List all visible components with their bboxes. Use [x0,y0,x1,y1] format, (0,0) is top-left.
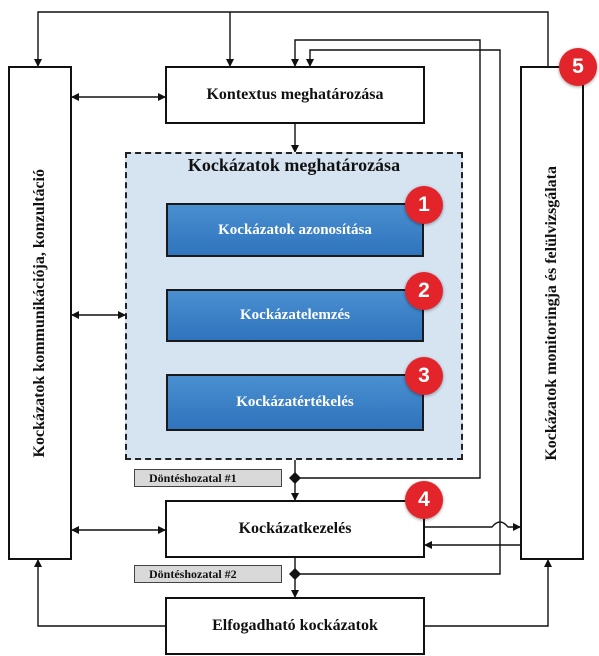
decision-2-label: Döntéshozatal #2 [134,565,282,583]
acceptable-label: Elfogadható kockázatok [212,617,378,634]
badge-3: 3 [405,357,443,395]
communication-box: Kockázatok kommunikációja, konzultáció [8,66,72,560]
treatment-box: Kockázatkezelés [165,500,425,558]
step-identification-label: Kockázatok azonosítása [218,221,372,238]
step-evaluation-label: Kockázatértékelés [236,394,354,410]
badge-5: 5 [559,48,597,86]
risk-assessment-title: Kockázatok meghatározása [187,155,401,175]
decision-1-label: Döntéshozatal #1 [134,469,282,487]
acceptable-risks-box: Elfogadható kockázatok [165,597,425,655]
monitoring-box: Kockázatok monitoringja és felülvizsgála… [520,66,584,560]
monitoring-label: Kockázatok monitoringja és felülvizsgála… [543,165,560,461]
badge-2: 2 [405,272,443,310]
context-box: Kontextus meghatározása [165,66,425,124]
context-label: Kontextus meghatározása [206,86,384,103]
step-identification: Kockázatok azonosítása [166,203,424,257]
badge-4: 4 [405,481,443,519]
badge-1: 1 [405,186,443,224]
communication-label: Kockázatok kommunikációja, konzultáció [31,168,48,458]
step-analysis: Kockázatelemzés [166,289,424,342]
step-analysis-label: Kockázatelemzés [240,307,350,323]
treatment-label: Kockázatkezelés [238,520,352,537]
step-evaluation: Kockázatértékelés [166,374,424,431]
